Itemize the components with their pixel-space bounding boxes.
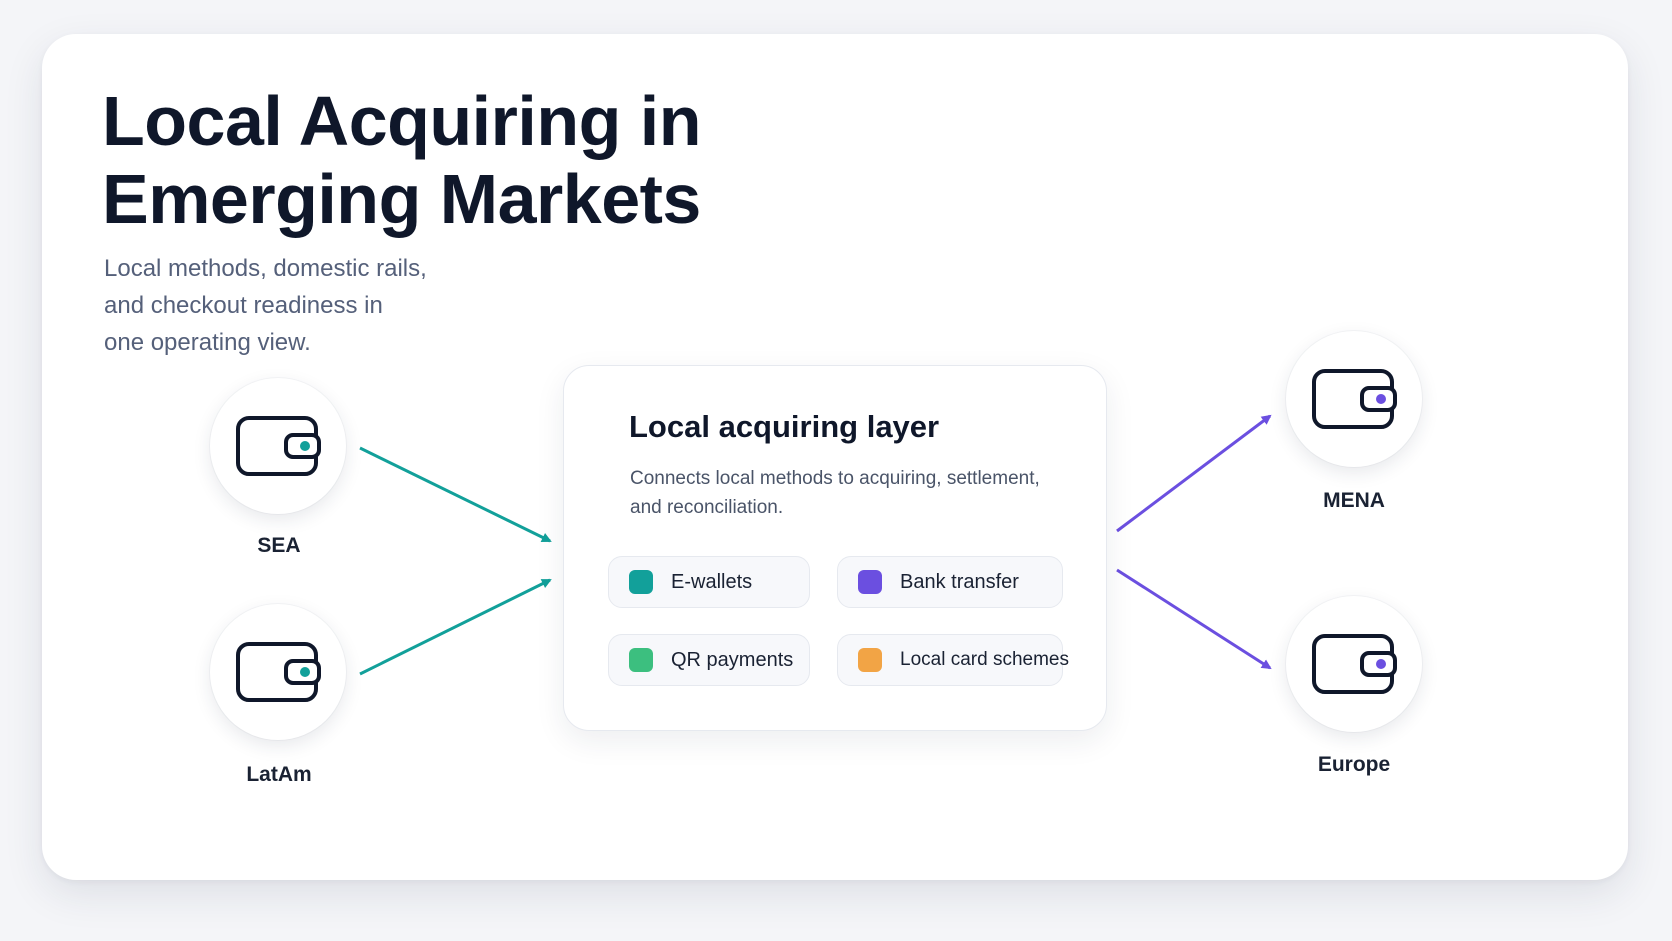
- method-swatch: [858, 648, 882, 672]
- arrow-layer-to-mena: [1116, 414, 1272, 533]
- method-chip-local-card-schemes: Local card schemes: [837, 634, 1069, 686]
- method-swatch: [629, 648, 653, 672]
- method-label: E-wallets: [671, 570, 753, 593]
- arrow-layer-to-europe: [1116, 568, 1272, 670]
- region-node-latam: [210, 604, 346, 740]
- method-label: Local card schemes: [900, 649, 1069, 670]
- method-chip-qr-payments: QR payments: [608, 634, 810, 686]
- region-label-mena: MENA: [1323, 489, 1385, 512]
- region-label-latam: LatAm: [246, 763, 312, 786]
- wallet-icon: [1311, 368, 1397, 430]
- arrow-sea-to-layer: [359, 446, 552, 543]
- acquiring-layer-card: Local acquiring layer Connects local met…: [563, 365, 1107, 731]
- acquiring-layer-title: Local acquiring layer: [629, 409, 940, 444]
- wallet-icon: [235, 641, 321, 703]
- method-swatch: [858, 570, 882, 594]
- method-label: QR payments: [671, 648, 794, 671]
- region-node-mena: [1286, 331, 1422, 467]
- acquiring-layer-description: Connects local methods to acquiring, set…: [630, 468, 1040, 518]
- region-node-sea: [210, 378, 346, 514]
- region-label-europe: Europe: [1317, 753, 1391, 776]
- arrow-latam-to-layer: [359, 578, 552, 676]
- method-swatch: [629, 570, 653, 594]
- region-node-europe: [1286, 596, 1422, 732]
- method-label: Bank transfer: [900, 570, 1019, 593]
- method-chip-bank-transfer: Bank transfer: [837, 556, 1063, 608]
- method-chip-e-wallets: E-wallets: [608, 556, 810, 608]
- wallet-icon: [235, 415, 321, 477]
- wallet-icon: [1311, 633, 1397, 695]
- page-subtitle: Local methods, domestic rails, and check…: [104, 255, 427, 356]
- page-title: Local Acquiring in Emerging Markets: [102, 82, 702, 238]
- region-label-sea: SEA: [257, 534, 301, 557]
